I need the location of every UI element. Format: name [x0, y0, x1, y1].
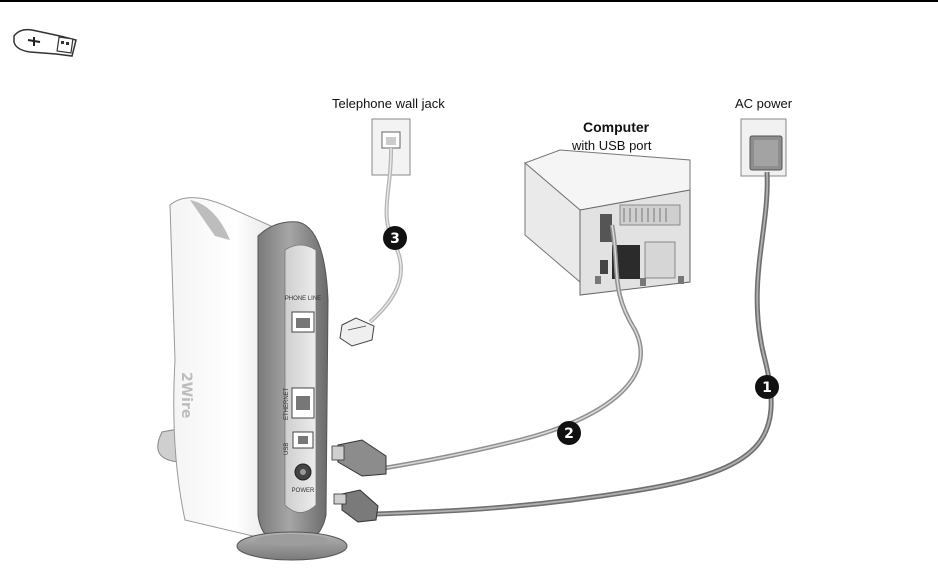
svg-text:1: 1 — [762, 380, 772, 396]
port-label-power: POWER — [292, 488, 315, 494]
svg-text:3: 3 — [390, 231, 400, 247]
ac-power-outlet — [741, 119, 786, 176]
computer-tower — [525, 150, 690, 295]
modem-logo: 2Wire — [178, 372, 194, 418]
port-label-ethernet: ETHERNET — [284, 387, 290, 420]
port-label-usb: USB — [284, 443, 290, 455]
usb-plug — [332, 440, 386, 476]
step-marker-2: 2 — [557, 421, 581, 445]
svg-text:2: 2 — [564, 426, 574, 442]
step-marker-1: 1 — [755, 375, 779, 399]
dsl-modem: 2Wire PHONE LINE ETHERNET USB POWER — [158, 198, 347, 560]
phone-plug — [340, 318, 374, 346]
step-marker-3: 3 — [383, 226, 407, 250]
port-label-phone-line: PHONE LINE — [285, 296, 321, 302]
power-plug — [334, 490, 378, 522]
